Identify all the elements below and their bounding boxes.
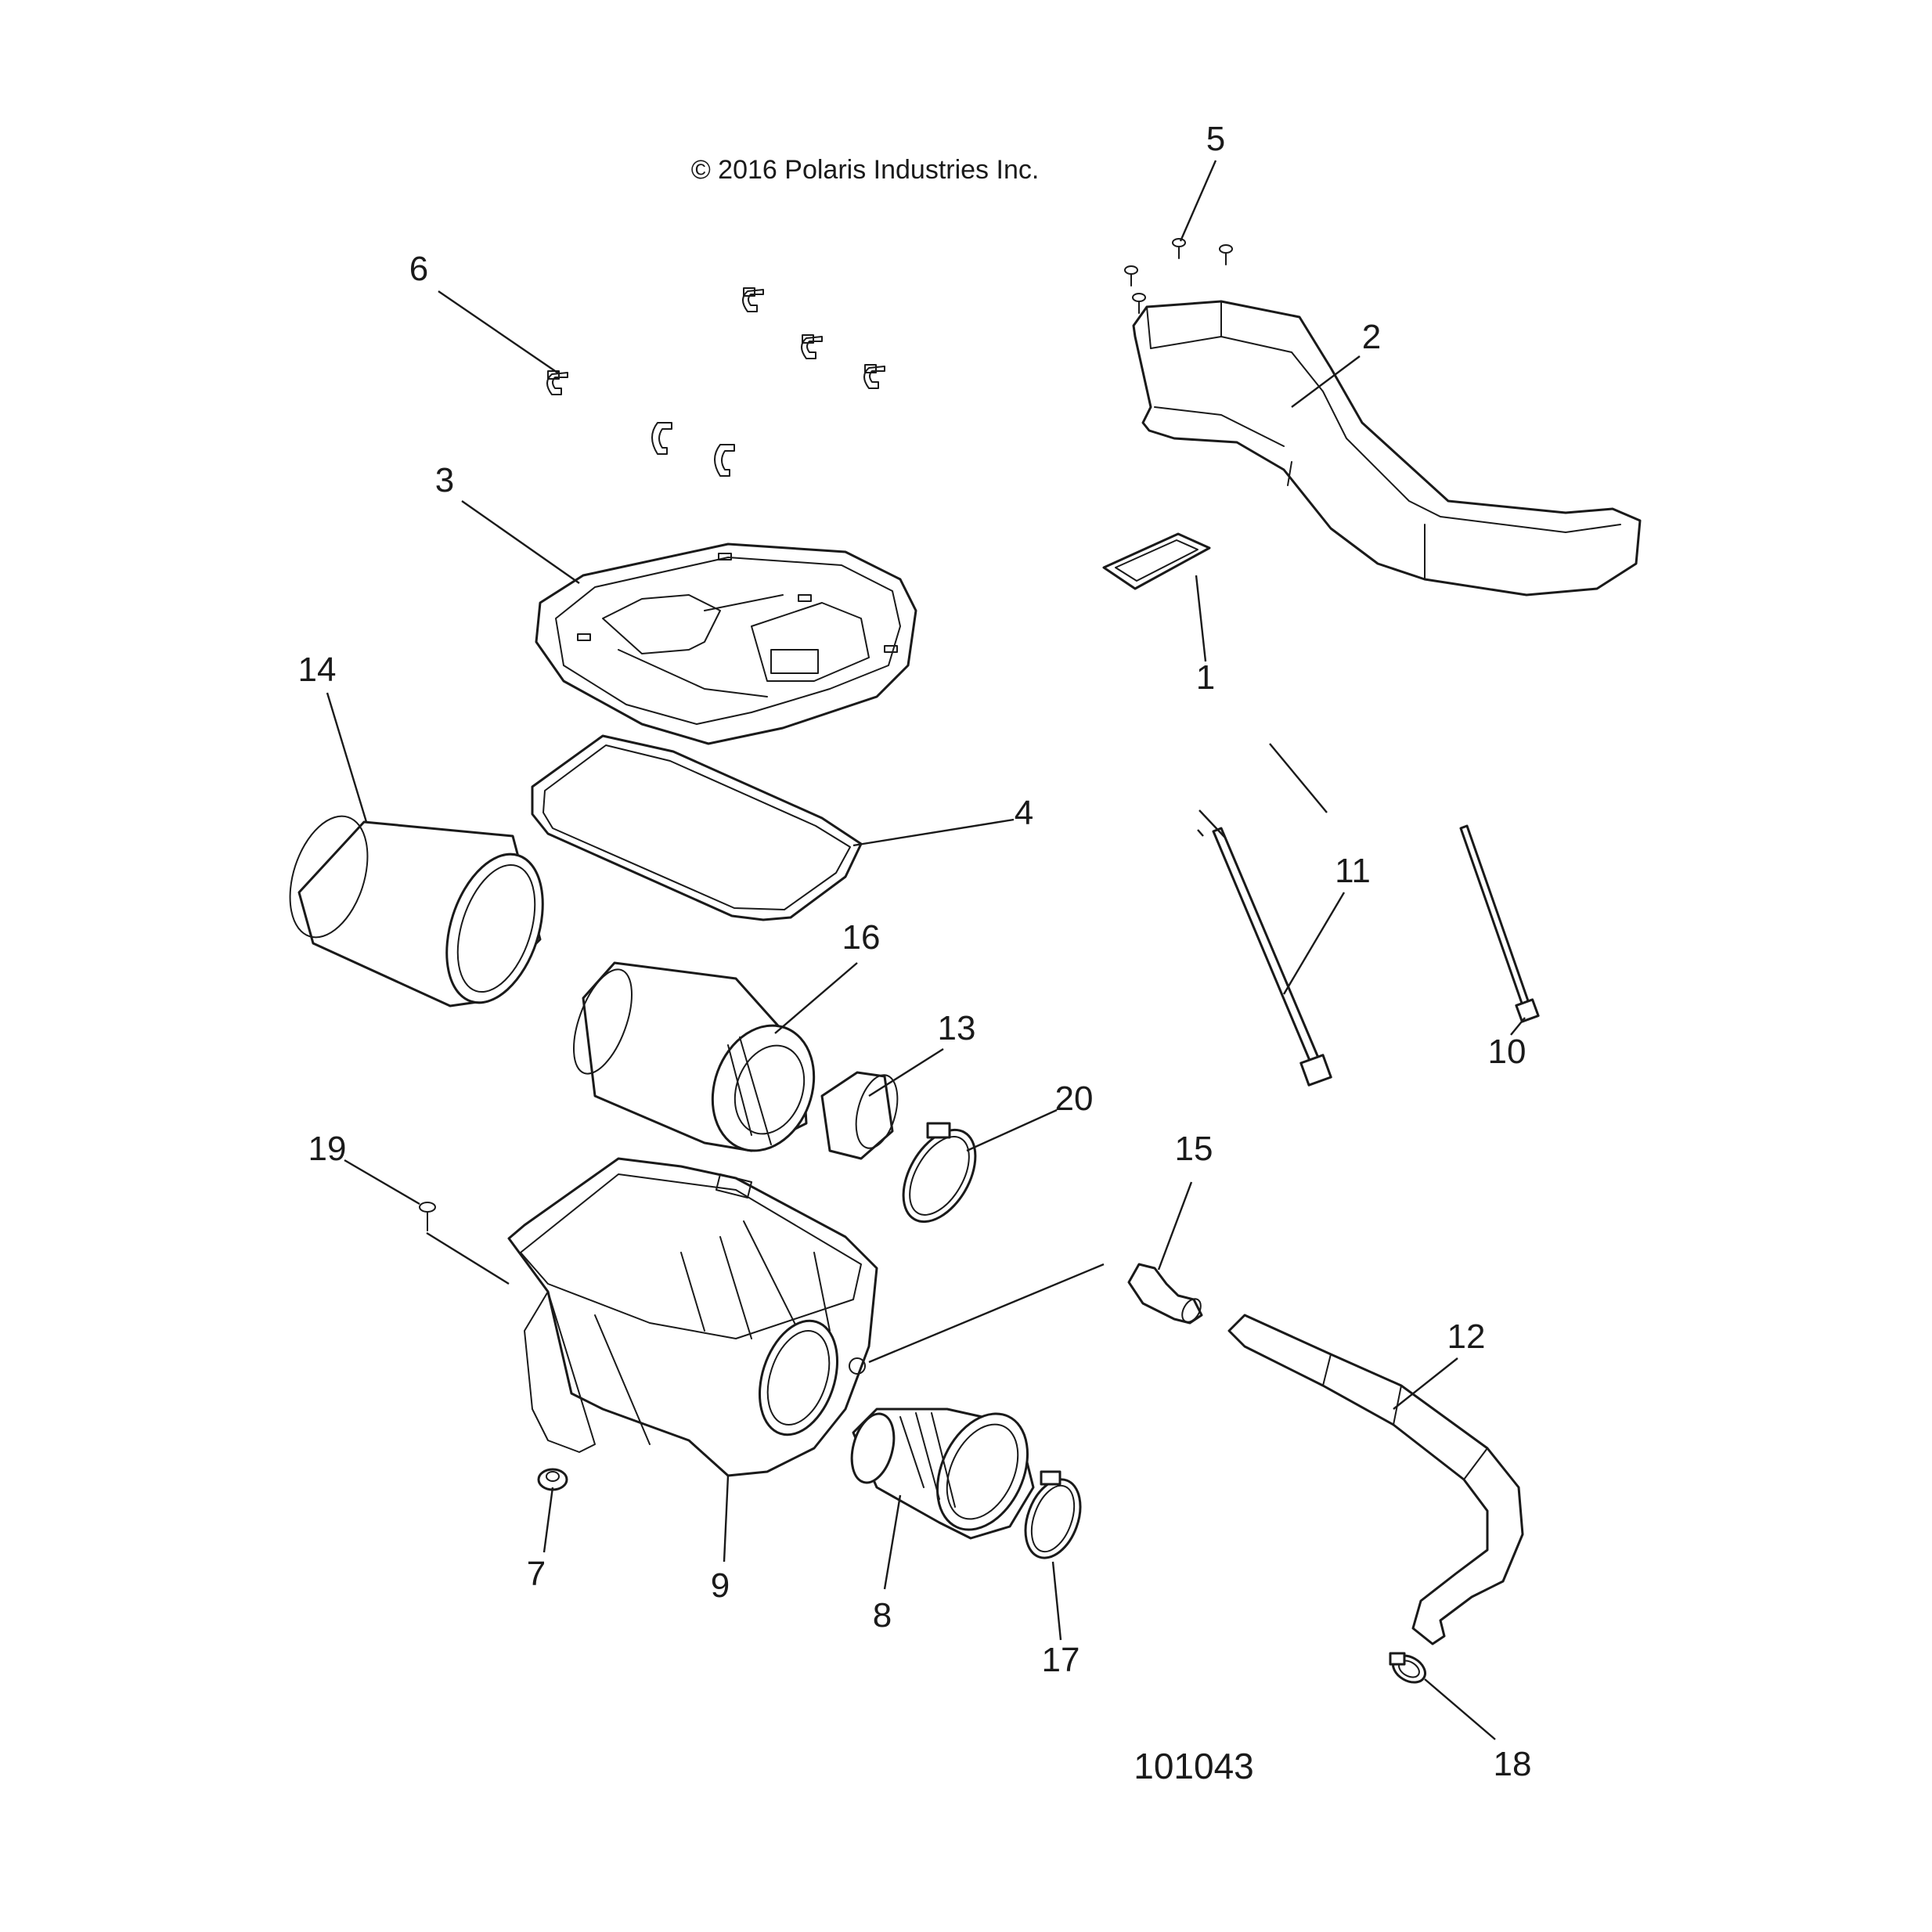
callout-17: 17: [1042, 1641, 1080, 1679]
part-18-small-clamp: [1389, 1652, 1426, 1684]
part-12-drain-hose: [1227, 1314, 1524, 1645]
part-15-drain-fitting: [1127, 1263, 1203, 1325]
callout-8: 8: [873, 1596, 892, 1635]
part-5-screws: [1124, 238, 1233, 314]
callout-3: 3: [435, 461, 454, 499]
part-8-outlet-boot: [850, 1408, 1035, 1540]
callout-12: 12: [1447, 1317, 1486, 1356]
callout-19: 19: [308, 1130, 347, 1168]
callout-14: 14: [298, 651, 337, 689]
callout-11: 11: [1335, 852, 1371, 890]
part-19-screw: [419, 1202, 436, 1231]
part-14-prefilter: [289, 815, 544, 1007]
callout-9: 9: [711, 1566, 730, 1605]
leader-lines: [326, 160, 1526, 1740]
copyright-notice: © 2016 Polaris Industries Inc.: [691, 155, 1040, 185]
callout-7: 7: [527, 1555, 546, 1593]
part-3-airbox-lid: [535, 542, 917, 745]
part-6-clips: [546, 287, 885, 477]
part-2-intake-duct: [1132, 300, 1642, 597]
callout-6: 6: [409, 250, 428, 288]
part-10-strap: [1459, 824, 1540, 1023]
callout-16: 16: [842, 918, 881, 957]
figure-number: 101043: [1134, 1746, 1254, 1786]
callout-18: 18: [1494, 1745, 1532, 1783]
callout-1: 1: [1196, 658, 1215, 697]
part-13-coupler: [820, 1071, 899, 1160]
callout-5: 5: [1206, 120, 1225, 158]
callout-15: 15: [1175, 1130, 1213, 1168]
part-4-lid-seal: [531, 734, 863, 921]
part-7-grommet: [537, 1468, 568, 1491]
callout-10: 10: [1488, 1033, 1526, 1071]
callout-20: 20: [1055, 1080, 1094, 1118]
part-20-clamp: [902, 1122, 977, 1224]
part-9-airbox-housing: [507, 1157, 878, 1477]
part-17-clamp: [1024, 1470, 1082, 1559]
callout-labels: 1 2 3 4 5 6 7 8 9 10 11 12 13 14 15 16 1…: [298, 120, 1532, 1783]
part-11-strap: [1212, 827, 1332, 1087]
callout-2: 2: [1362, 318, 1381, 356]
part-1-cover-plate: [1102, 532, 1211, 590]
callout-13: 13: [938, 1009, 976, 1047]
part-16-filter-element: [573, 961, 816, 1152]
callout-4: 4: [1015, 794, 1033, 832]
